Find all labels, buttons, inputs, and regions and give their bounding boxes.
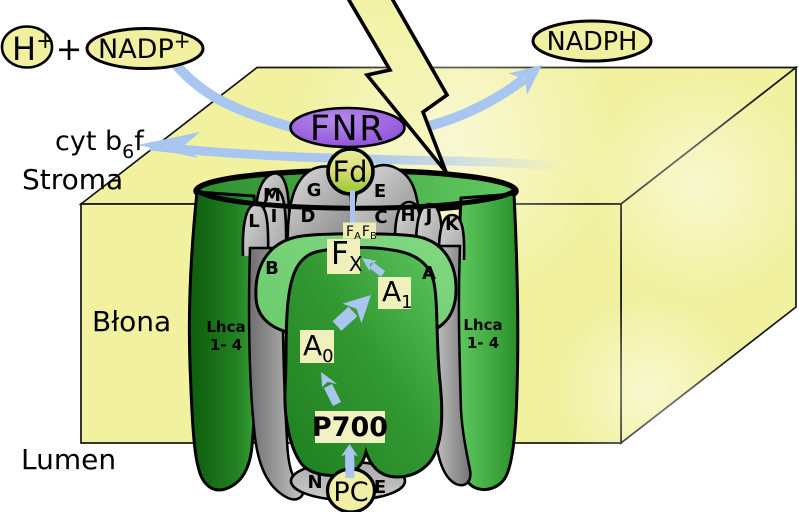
lumen-label: Lumen — [21, 443, 116, 476]
fx-box — [327, 239, 360, 274]
membrane-glow-right-top — [585, 70, 799, 300]
subunit-letter-m: M — [263, 185, 281, 206]
cyt-b6f-label: cyt b6f — [55, 126, 145, 163]
a0-a1-arrow-shaft — [332, 306, 358, 331]
subunit-letter-h: H — [400, 205, 415, 226]
subunit-letter-g: G — [307, 180, 322, 201]
subunit-letters: M G E L I D C H J K B A N E — [248, 180, 460, 498]
membrane-glow-right-bottom — [555, 295, 745, 485]
fnr-ellipse — [289, 106, 406, 149]
to-cytb6f-curve — [149, 141, 566, 173]
p700-a0-arrow-shaft — [323, 383, 342, 407]
subunit-letter-c: C — [374, 207, 387, 228]
a1-fx-arrow-shaft — [369, 262, 386, 277]
subunit-letter-d: D — [301, 206, 316, 227]
a0-label: A0 — [303, 329, 334, 367]
a0-a1-arrowhead — [342, 295, 371, 324]
nadp-ellipse — [85, 27, 205, 70]
diagram-text: H+ + NADP+ NADPH FNR Fd cyt b6f Stroma B… — [12, 27, 637, 508]
rim-front-lip — [194, 187, 518, 211]
h-plus-label: H+ — [12, 29, 55, 68]
p700-label: P700 — [312, 412, 388, 443]
p700-a0-arrowhead — [321, 372, 338, 388]
h-plus-ellipse — [0, 25, 54, 69]
fd-label: Fd — [332, 155, 367, 189]
stroma-label: Stroma — [22, 163, 123, 196]
plus-sign-label: + — [56, 30, 83, 68]
fafb-box — [343, 222, 376, 239]
a1-box — [378, 277, 411, 309]
nadp-label: NADP+ — [98, 29, 191, 65]
subunit-letter-n: N — [307, 472, 322, 493]
nadph-ellipse — [531, 19, 653, 63]
nadph-label: NADPH — [547, 27, 638, 57]
subunit-letter-j: J — [424, 206, 433, 227]
nadph-arrowhead — [508, 65, 542, 95]
fx-label: FX — [331, 236, 363, 276]
lightning-bolt-icon — [346, 0, 450, 174]
fnr-label: FNR — [310, 109, 385, 149]
a0-box — [300, 330, 334, 363]
p700-box — [315, 411, 385, 443]
subunit-letter-b: B — [265, 258, 279, 279]
pc-p700-arrowhead — [341, 444, 358, 457]
fafb-label: FAFB — [346, 224, 377, 242]
subunit-letter-l: L — [248, 211, 259, 232]
psi-complex — [187, 147, 520, 502]
subunit-letter-k: K — [445, 214, 460, 235]
fd-link-line — [350, 190, 355, 226]
electron-chain — [300, 190, 411, 479]
subunit-letter-a: A — [422, 263, 436, 284]
a1-fx-arrowhead — [362, 258, 378, 272]
pc-label: PC — [333, 477, 368, 508]
subunit-letter-e-top: E — [374, 181, 386, 202]
a1-label: A1 — [382, 275, 413, 313]
subunit-letter-i: I — [271, 206, 278, 227]
cytb6f-arrowhead — [138, 132, 200, 158]
blona-label: Błona — [92, 305, 171, 338]
subunit-letter-e-bottom: E — [374, 477, 386, 498]
